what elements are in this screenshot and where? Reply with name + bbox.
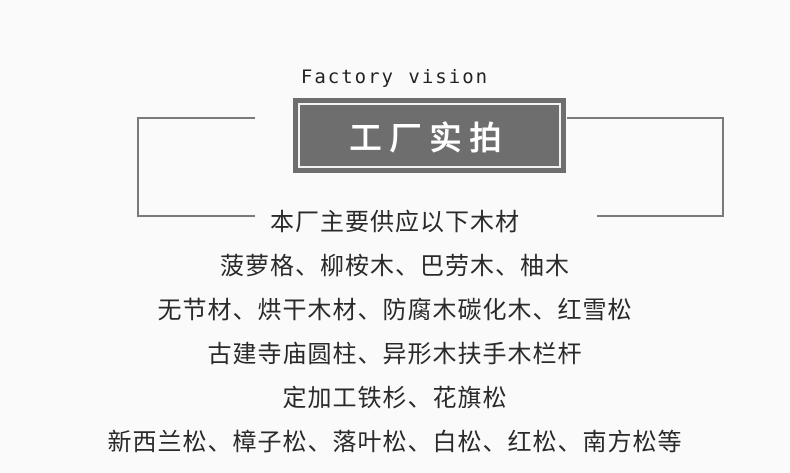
content-line: 菠萝格、柳桉木、巴劳木、柚木 (220, 252, 570, 280)
title-box: 工厂实拍 (293, 98, 566, 173)
frame-left-bracket (137, 117, 255, 217)
content-line: 定加工铁杉、花旗松 (282, 384, 508, 412)
frame-right-bottom-line (597, 215, 724, 217)
content-line: 无节材、烘干木材、防腐木碳化木、红雪松 (157, 296, 633, 324)
content-line: 古建寺庙圆柱、异形木扶手木栏杆 (207, 340, 583, 368)
section-subtitle: Factory vision (300, 66, 490, 88)
content-line-intro: 本厂主要供应以下木材 (270, 208, 520, 236)
content-list: 本厂主要供应以下木材 菠萝格、柳桉木、巴劳木、柚木 无节材、烘干木材、防腐木碳化… (0, 200, 790, 464)
content-line: 新西兰松、樟子松、落叶松、白松、红松、南方松等 (107, 428, 683, 456)
section-title: 工厂实拍 (298, 103, 561, 168)
frame-right-bracket (567, 117, 724, 217)
